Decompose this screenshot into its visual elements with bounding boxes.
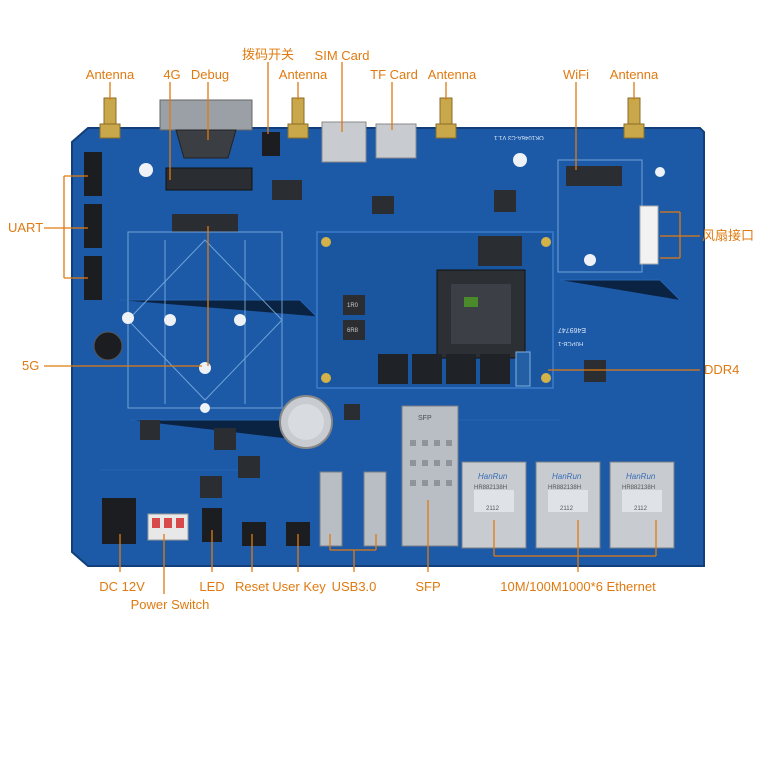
rj45-brand-3: HanRun [626,472,656,481]
label-tf-card: TF Card [370,67,418,82]
antenna-connectors [99,97,645,139]
soc-logo [464,297,478,307]
silk-board-id: OK1046A-C3 V1.1 [494,134,544,140]
label-5g: 5G [22,358,40,373]
sfp-cage [401,405,459,547]
m2-5g-slot [172,214,238,232]
label-sim-card: SIM Card [314,48,370,63]
label-usb30: USB3.0 [331,579,377,594]
uart-headers [84,152,102,300]
rj45-brand-2: HanRun [552,472,582,481]
label-debug: Debug [190,67,230,82]
wifi-slot [566,166,622,186]
flash-chip [478,236,522,266]
capacitor [93,331,123,361]
label-reset: Reset [235,579,269,594]
soc-mark: E469747 [558,326,587,333]
label-ddr4: DDR4 [704,362,740,377]
rj45-date-3: 2112 [634,506,647,512]
inductor-1-mark: 1R0 [347,303,359,309]
sim-holder [321,121,367,163]
misc-chips [140,180,606,498]
label-sfp: SFP [415,579,441,594]
module-id: H0PCB-1 [558,340,584,346]
label-ethernet: 10M/100M1000*6 Ethernet [500,579,656,594]
label-antenna-3: Antenna [427,67,477,82]
label-dc12v: DC 12V [99,579,145,594]
dip-switch-shape [262,132,280,156]
rj45-model-1: HR882138H [474,485,508,491]
label-led: LED [199,579,225,594]
reset-button-shape [242,522,266,546]
inductor-2 [343,320,365,340]
dc-jack [102,498,136,544]
rj45-model-3: HR882138H [622,485,656,491]
label-4g: 4G [163,67,181,82]
sfp-mark: SFP [418,415,432,422]
rj45-date-2: 2112 [560,506,573,512]
led-shape [202,508,222,542]
label-dip-switch: 拨码开关 [241,47,295,62]
rj45-brand-1: HanRun [478,472,508,481]
minipcie-4g-slot [165,167,253,191]
ddr4-chips [378,351,531,387]
label-antenna-1: Antenna [85,67,135,82]
usb30-ports [319,471,387,547]
label-wifi: WiFi [563,67,589,82]
label-user-key: User Key [272,579,326,594]
tf-holder [375,123,417,159]
rj45-model-2: HR882138H [548,485,582,491]
label-power-switch: Power Switch [130,597,210,612]
fan-connector-shape [639,205,659,265]
label-antenna-4: Antenna [609,67,659,82]
label-fan-connector: 风扇接口 [702,228,755,243]
inductor-2-mark: 6R8 [347,328,359,334]
rj45-date-1: 2112 [486,506,499,512]
inductor-1 [343,295,365,315]
label-uart: UART [8,220,44,235]
db9-connector [159,99,253,159]
rj45-ports [461,461,675,549]
callout-lines [44,62,700,594]
label-antenna-2: Antenna [278,67,328,82]
